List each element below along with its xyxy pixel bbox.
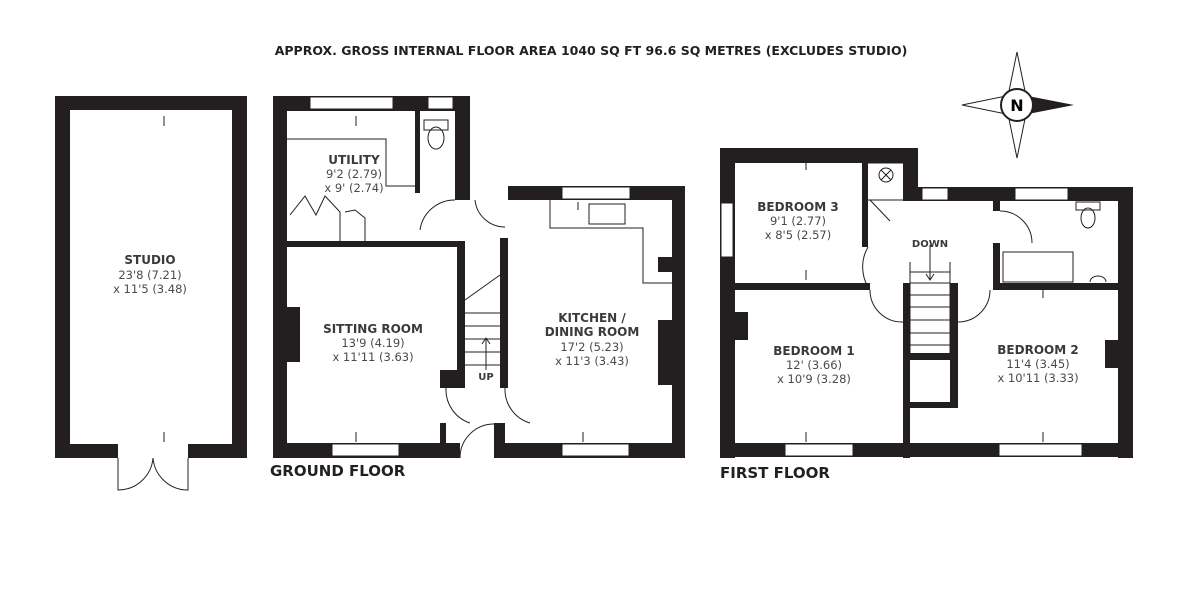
- room-name: DINING ROOM: [545, 325, 640, 339]
- room-dimension: 17'2 (5.23): [560, 340, 623, 354]
- ground-floor-label: GROUND FLOOR: [270, 462, 406, 480]
- room-name: BEDROOM 2: [997, 343, 1078, 357]
- room-dimension: x 11'11 (3.63): [332, 350, 413, 364]
- room-dimension: x 9' (2.74): [324, 181, 383, 195]
- ground-floor-plan: [163, 96, 685, 459]
- extractor-fan-icon: [878, 167, 894, 183]
- studio-plan: [55, 96, 247, 491]
- room-dimension: 9'1 (2.77): [770, 214, 826, 228]
- room-dimension: x 8'5 (2.57): [765, 228, 832, 242]
- room-name: UTILITY: [328, 153, 380, 167]
- room-utility: UTILITY 9'2 (2.79) x 9' (2.74): [324, 153, 383, 195]
- room-dimension: x 10'11 (3.33): [997, 371, 1078, 385]
- room-dimension: x 11'3 (3.43): [555, 354, 629, 368]
- room-bedroom-2: BEDROOM 2 11'4 (3.45) x 10'11 (3.33): [997, 343, 1078, 385]
- room-dimension: 9'2 (2.79): [326, 167, 382, 181]
- room-sitting-room: SITTING ROOM 13'9 (4.19) x 11'11 (3.63): [323, 322, 423, 364]
- compass-north-label: N: [1010, 96, 1023, 115]
- floor-area-title: APPROX. GROSS INTERNAL FLOOR AREA 1040 S…: [275, 43, 908, 58]
- compass-icon: N: [961, 51, 1074, 159]
- stairs-down-label: DOWN: [912, 239, 948, 250]
- room-name: KITCHEN /: [558, 311, 626, 325]
- room-dimension: 12' (3.66): [786, 358, 842, 372]
- stairs-up-label: UP: [478, 372, 493, 383]
- room-name: BEDROOM 1: [773, 344, 854, 358]
- room-name: BEDROOM 3: [757, 200, 838, 214]
- room-dimension: x 10'9 (3.28): [777, 372, 851, 386]
- room-bedroom-1: BEDROOM 1 12' (3.66) x 10'9 (3.28): [773, 344, 854, 386]
- room-name: STUDIO: [124, 253, 175, 267]
- room-bedroom-3: BEDROOM 3 9'1 (2.77) x 8'5 (2.57): [757, 200, 838, 242]
- first-floor-plan: [720, 148, 1133, 458]
- room-studio: STUDIO 23'8 (7.21) x 11'5 (3.48): [113, 253, 187, 296]
- room-dimension: 23'8 (7.21): [118, 268, 181, 282]
- room-name: SITTING ROOM: [323, 322, 423, 336]
- room-kitchen-dining: KITCHEN / DINING ROOM 17'2 (5.23) x 11'3…: [545, 311, 640, 368]
- room-dimension: 11'4 (3.45): [1006, 357, 1069, 371]
- room-dimension: x 11'5 (3.48): [113, 282, 187, 296]
- room-dimension: 13'9 (4.19): [341, 336, 404, 350]
- first-floor-label: FIRST FLOOR: [720, 464, 830, 482]
